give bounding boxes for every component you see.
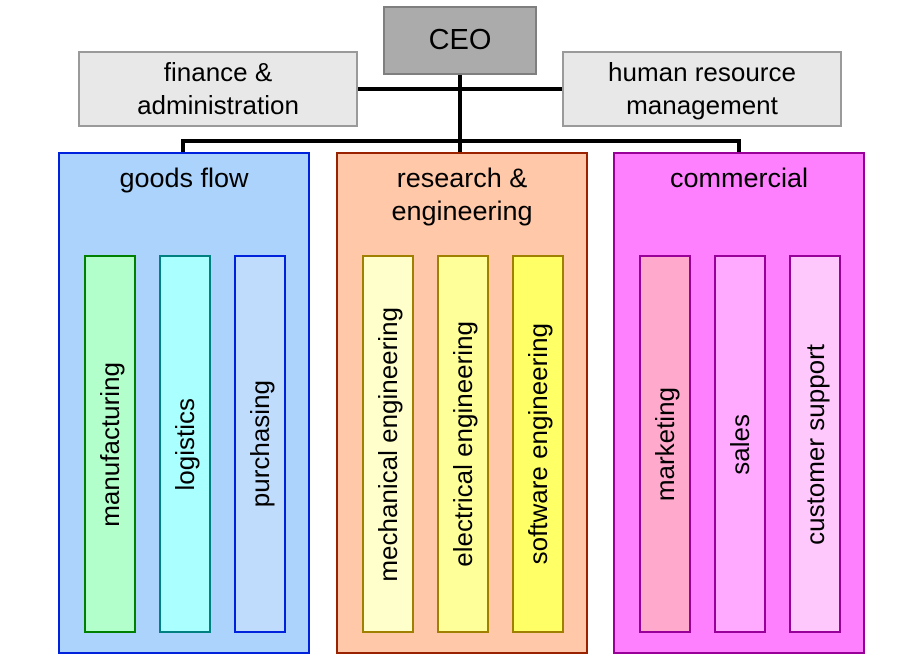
unit-box-sales: sales [714,255,766,633]
department-title-goods-flow: goods flow [119,163,249,193]
connector-staff-horizontal [358,87,562,91]
unit-box-purchasing: purchasing [234,255,286,633]
unit-box-mechanical-engineering: mechanical engineering [362,255,414,633]
connector-goods-flow-leg [181,139,185,154]
unit-box-electrical-engineering: electrical engineering [437,255,489,633]
connector-ceo-vertical [458,73,462,154]
unit-label-manufacturing: manufacturing [94,361,125,527]
ceo-label: CEO [428,24,492,56]
unit-box-software-engineering: software engineering [512,255,564,633]
ceo-box: CEO [383,6,537,75]
connector-commercial-leg [737,139,741,154]
unit-box-manufacturing: manufacturing [84,255,136,633]
department-box-commercial: commercial marketing sales customer supp… [613,152,865,654]
unit-label-marketing: marketing [649,386,680,502]
unit-label-sales: sales [724,413,755,475]
connector-departments-horizontal [181,139,741,143]
staff-label-human-resource-management: human resource management [608,57,796,120]
department-box-goods-flow: goods flow manufacturing logistics purch… [58,152,310,654]
unit-label-software-engineering: software engineering [522,323,553,565]
staff-label-finance-administration: finance & administration [137,57,299,120]
unit-box-logistics: logistics [159,255,211,633]
unit-label-electrical-engineering: electrical engineering [447,321,478,567]
department-box-research-engineering: research & engineering mechanical engine… [336,152,588,654]
unit-box-customer-support: customer support [789,255,841,633]
department-title-research-engineering: research & engineering [391,163,533,226]
unit-label-customer-support: customer support [799,343,830,545]
unit-box-marketing: marketing [639,255,691,633]
staff-box-human-resource-management: human resource management [562,51,842,127]
department-title-commercial: commercial [669,163,809,193]
unit-label-mechanical-engineering: mechanical engineering [372,306,403,582]
staff-box-finance-administration: finance & administration [78,51,358,127]
unit-label-purchasing: purchasing [244,380,275,508]
unit-label-logistics: logistics [169,397,200,491]
